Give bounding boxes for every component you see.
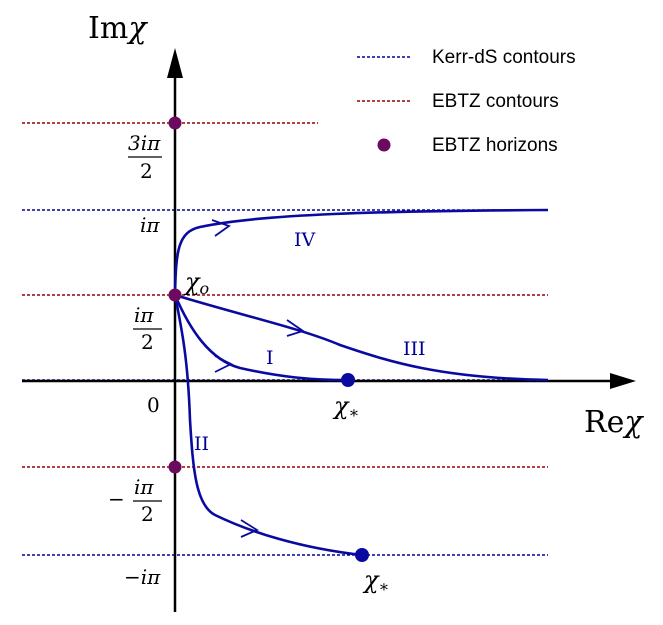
legend-ebtz-contour-label: EBTZ contours — [432, 91, 559, 112]
curve-i — [173, 294, 349, 382]
curve-i-arrow-icon — [214, 355, 234, 373]
legend-ebtz-horizon-icon — [377, 138, 391, 152]
tick-3ipi2-numerator: 3iπ — [128, 131, 161, 155]
chi-star-label-upper: χ∗ — [332, 392, 359, 422]
tick-neg-ipi: −iπ — [124, 565, 161, 589]
tick-neg-ipi2-numerator: iπ — [134, 475, 154, 499]
x-axis-label: Reχ — [584, 405, 644, 440]
ebtz-horizon-3ipi2 — [168, 116, 182, 130]
tick-3ipi2-denominator: 2 — [140, 159, 153, 183]
tick-ipi2-denominator: 2 — [141, 330, 154, 354]
curve-iv — [173, 208, 549, 296]
curve-iii-arrow-icon — [286, 319, 306, 337]
curve-iii-label: III — [403, 338, 426, 360]
chi-star-point-lower — [355, 548, 369, 562]
imaginary-axis-arrow-icon — [167, 48, 183, 78]
curve-i-label: I — [266, 347, 274, 369]
legend: Kerr-dS contours EBTZ contours EBTZ hori… — [357, 47, 576, 156]
curve-ii — [173, 294, 363, 557]
curve-iv-label: IV — [294, 229, 316, 251]
chi-o-label: χo — [183, 268, 209, 298]
real-axis-arrow-icon — [610, 373, 636, 389]
ebtz-horizon-neg-ipi2 — [168, 460, 182, 474]
tick-ipi: iπ — [140, 213, 160, 237]
chi-star-point-upper — [341, 373, 355, 387]
tick-neg-ipi2-sign: − — [108, 487, 125, 511]
y-axis-label: Imχ — [88, 11, 148, 46]
tick-neg-ipi2-denominator: 2 — [141, 502, 154, 526]
curve-iv-arrow-icon — [211, 219, 231, 237]
legend-ebtz-horizon-label: EBTZ horizons — [432, 135, 558, 156]
curve-ii-label: II — [194, 433, 209, 455]
ebtz-horizon-ipi2 — [168, 288, 182, 302]
chi-star-label-lower: χ∗ — [362, 566, 389, 596]
tick-ipi2-numerator: iπ — [134, 303, 154, 327]
curve-ii-arrow-icon — [240, 519, 259, 538]
legend-kerr-ds-label: Kerr-dS contours — [432, 47, 576, 68]
tick-zero: 0 — [147, 393, 160, 417]
curve-iii — [174, 293, 549, 382]
